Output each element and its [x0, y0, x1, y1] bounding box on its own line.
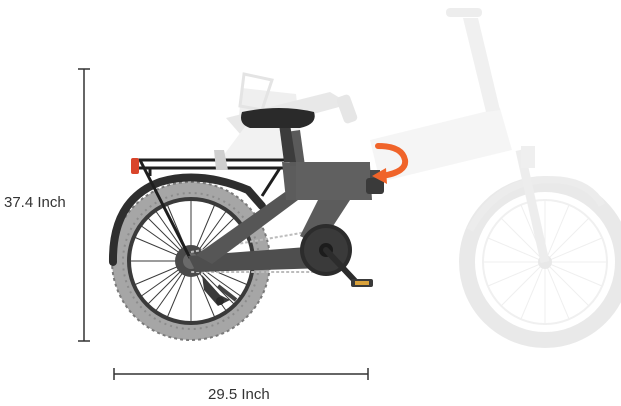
- curved-fold-arrow-icon: [372, 143, 409, 184]
- width-dimension-label: 29.5 Inch: [208, 386, 270, 403]
- folded-bike: [108, 108, 384, 341]
- crankset: [300, 224, 373, 287]
- height-dimension-label: 37.4 Inch: [4, 194, 66, 211]
- width-dimension-line: [113, 368, 369, 380]
- unfolded-bike-ghost: [220, 8, 621, 348]
- height-dimension-line: [78, 68, 90, 342]
- rear-rack: [136, 158, 284, 259]
- rear-reflector: [131, 158, 139, 174]
